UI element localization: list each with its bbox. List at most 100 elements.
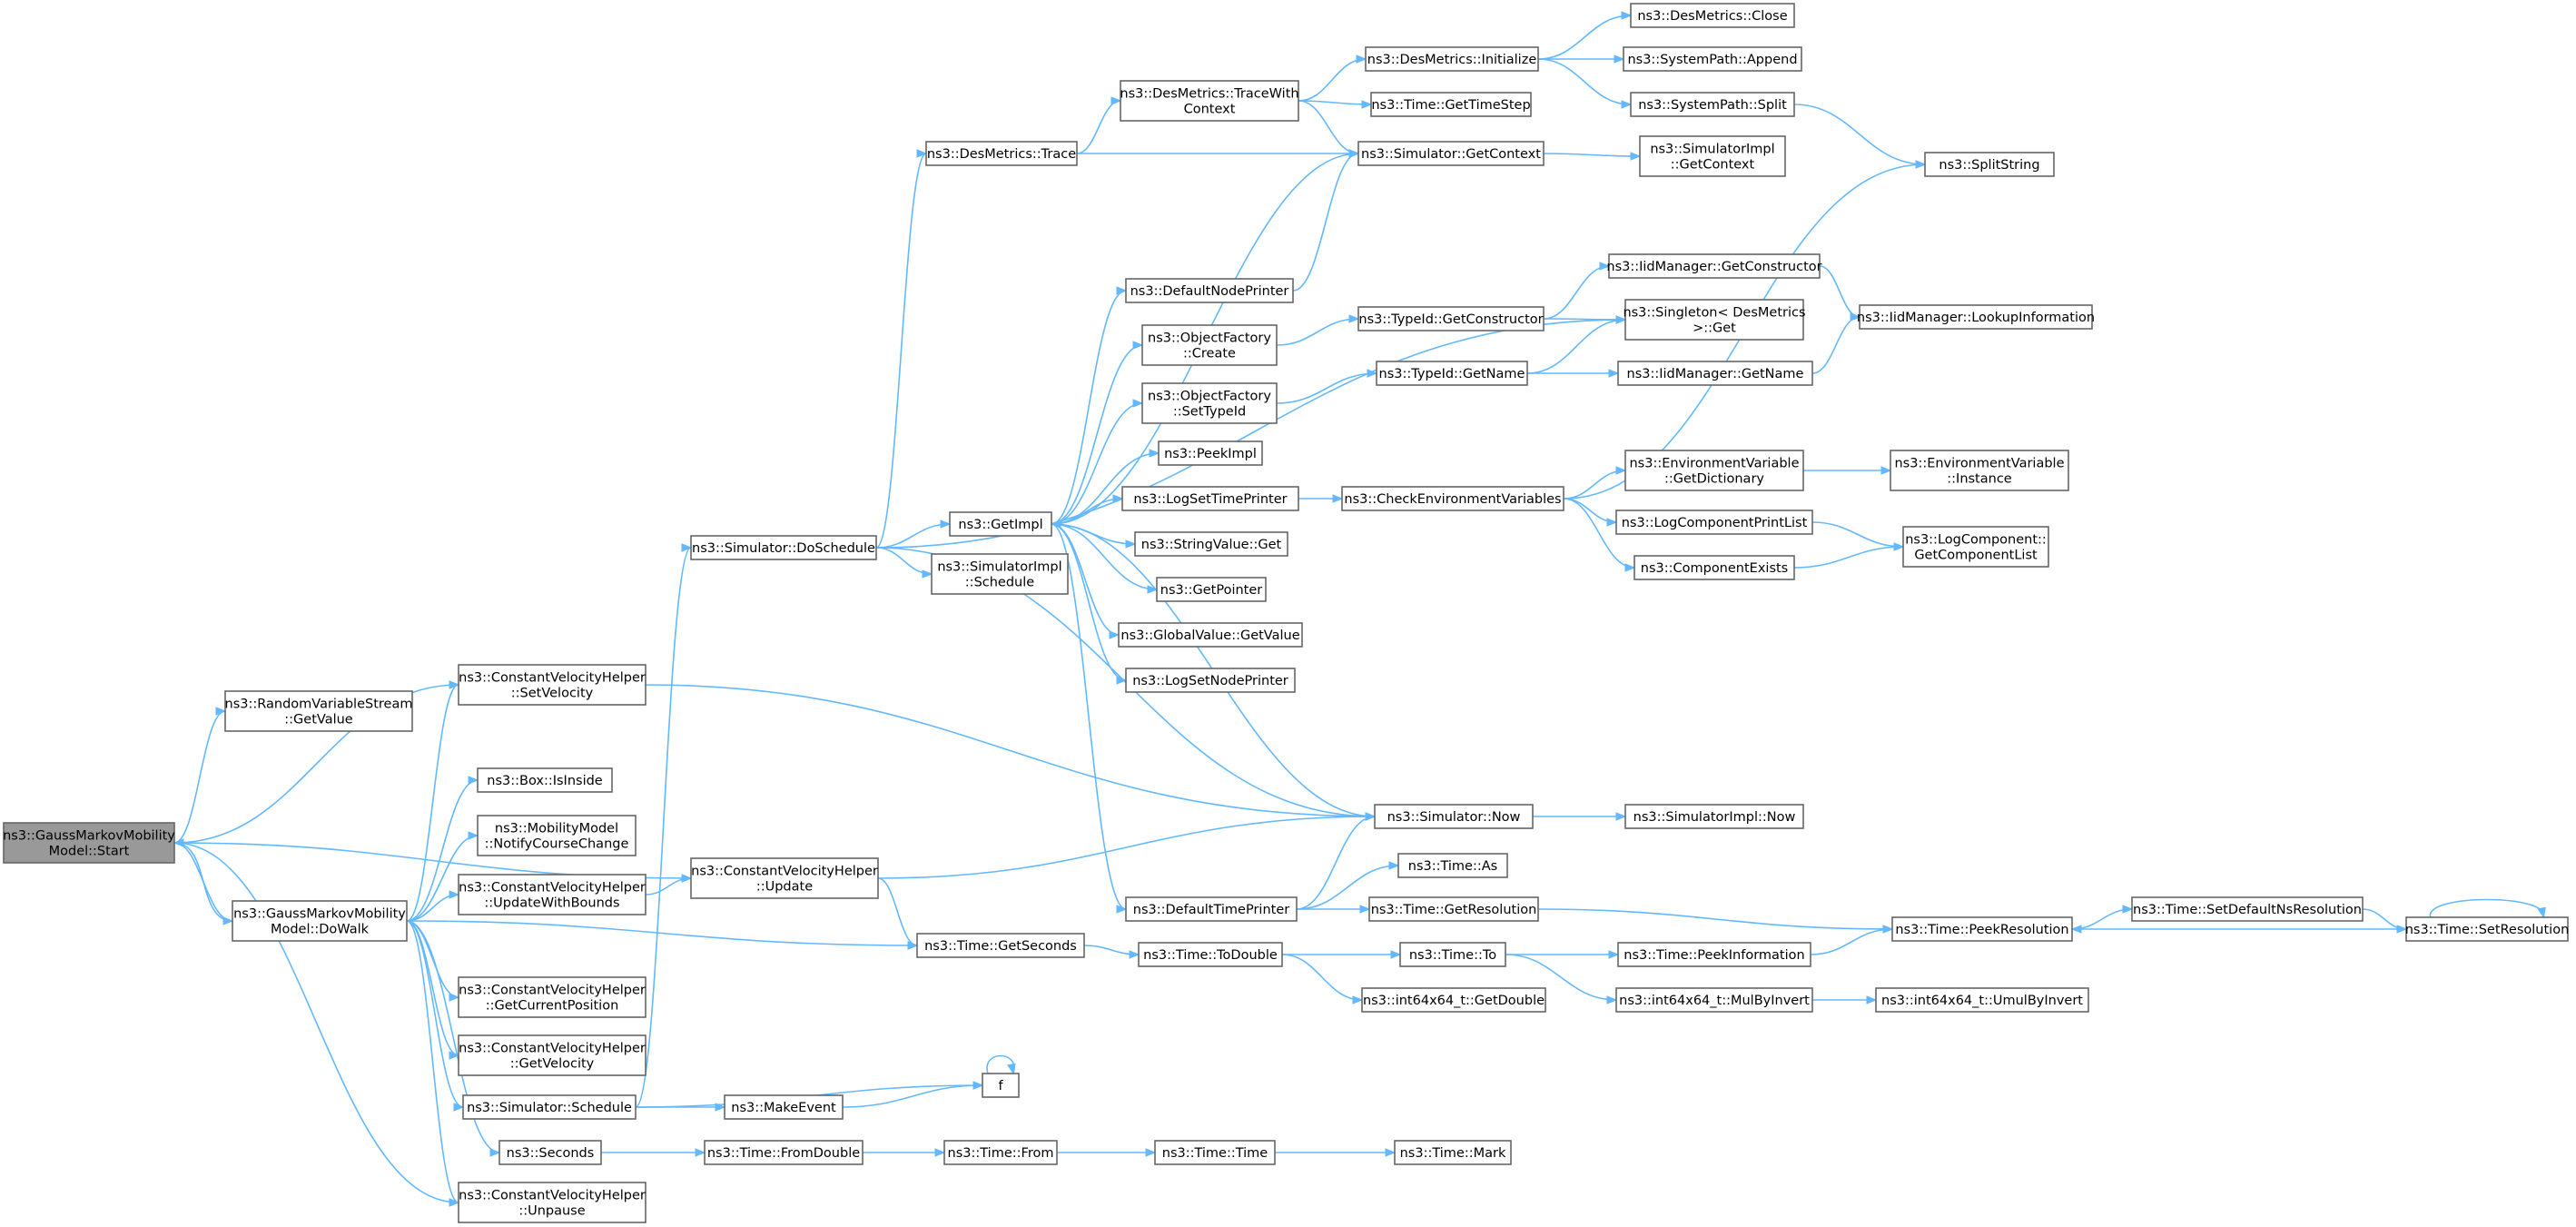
function-node-getpointer[interactable]: ns3::GetPointer: [1156, 577, 1267, 602]
function-node-getimpl[interactable]: ns3::GetImpl: [949, 511, 1052, 537]
function-node-f[interactable]: f: [982, 1073, 1020, 1098]
function-node-sp-split[interactable]: ns3::SystemPath::Split: [1630, 92, 1795, 117]
node-label-line: ns3::GaussMarkovMobility: [3, 829, 175, 844]
node-label-line: ::Unpause: [518, 1204, 585, 1219]
function-node-cvh-getpos[interactable]: ns3::ConstantVelocityHelper::GetCurrentP…: [458, 976, 646, 1018]
function-node-time-mark[interactable]: ns3::Time::Mark: [1394, 1140, 1512, 1165]
function-node-env-getdict[interactable]: ns3::EnvironmentVariable::GetDictionary: [1624, 450, 1804, 491]
function-node-box[interactable]: ns3::Box::IsInside: [477, 767, 613, 793]
function-node-deftimeprinter[interactable]: ns3::DefaultTimePrinter: [1125, 896, 1298, 922]
function-node-lcprintlist[interactable]: ns3::LogComponentPrintList: [1615, 510, 1813, 535]
function-node-logsetnodeprinter[interactable]: ns3::LogSetNodePrinter: [1125, 668, 1296, 693]
function-node-sim-now[interactable]: ns3::Simulator::Now: [1374, 804, 1534, 829]
node-label-line: ::NotifyCourseChange: [485, 837, 629, 852]
function-node-time-to[interactable]: ns3::Time::To: [1399, 942, 1506, 967]
function-node-cvh-uwb[interactable]: ns3::ConstantVelocityHelper::UpdateWithB…: [458, 874, 646, 915]
function-node-simimpl-schedule[interactable]: ns3::SimulatorImpl::Schedule: [931, 553, 1069, 595]
function-node-iid-getname[interactable]: ns3::IidManager::GetName: [1617, 361, 1813, 386]
function-node-iid-lookup[interactable]: ns3::IidManager::LookupInformation: [1857, 304, 2095, 330]
function-node-sim-getcontext[interactable]: ns3::Simulator::GetContext: [1357, 141, 1545, 166]
function-node-getresolution[interactable]: ns3::Time::GetResolution: [1368, 896, 1539, 922]
function-node-time-time[interactable]: ns3::Time::Time: [1154, 1140, 1276, 1165]
function-node-tid-getname[interactable]: ns3::TypeId::GetName: [1376, 361, 1528, 386]
call-edge: [635, 543, 693, 1108]
node-label-line: ns3::Time::ToDouble: [1143, 948, 1278, 963]
function-node-iid-getconstructor[interactable]: ns3::IidManager::GetConstructor: [1606, 253, 1822, 279]
function-node-peekimpl[interactable]: ns3::PeekImpl: [1158, 440, 1263, 466]
node-label-line: ::Create: [1183, 347, 1236, 361]
node-label-line: ns3::Time::PeekInformation: [1624, 948, 1804, 963]
function-node-umulbyinvert[interactable]: ns3::int64x64_t::UmulByInvert: [1875, 987, 2089, 1013]
function-node-todouble[interactable]: ns3::Time::ToDouble: [1138, 942, 1283, 967]
function-node-sp-append[interactable]: ns3::SystemPath::Append: [1623, 46, 1802, 72]
function-node-setresolution[interactable]: ns3::Time::SetResolution: [2405, 916, 2570, 942]
node-label-line: ns3::ObjectFactory: [1148, 390, 1271, 404]
function-node-getdouble[interactable]: ns3::int64x64_t::GetDouble: [1361, 987, 1546, 1013]
function-node-getseconds[interactable]: ns3::Time::GetSeconds: [916, 933, 1085, 958]
function-node-mulbyinvert[interactable]: ns3::int64x64_t::MulByInvert: [1615, 987, 1813, 1013]
function-node-fromdouble[interactable]: ns3::Time::FromDouble: [704, 1140, 864, 1165]
function-node-simimpl-getcontext[interactable]: ns3::SimulatorImpl::GetContext: [1639, 135, 1786, 177]
node-label-line: ns3::GetImpl: [958, 518, 1042, 532]
function-node-cvh-setvel[interactable]: ns3::ConstantVelocityHelper::SetVelocity: [458, 664, 646, 706]
function-node-of-create[interactable]: ns3::ObjectFactory::Create: [1141, 324, 1278, 366]
function-node-defnodeprinter[interactable]: ns3::DefaultNodePrinter: [1125, 278, 1294, 303]
function-node-cvh-getvel[interactable]: ns3::ConstantVelocityHelper::GetVelocity: [458, 1034, 646, 1076]
node-label-line: ns3::RandomVariableStream: [225, 698, 413, 712]
function-node-makeevent[interactable]: ns3::MakeEvent: [724, 1094, 844, 1120]
function-node-splitstring[interactable]: ns3::SplitString: [1924, 152, 2055, 177]
node-label-line: ns3::SystemPath::Append: [1627, 53, 1797, 67]
function-node-mm-notify[interactable]: ns3::MobilityModel::NotifyCourseChange: [477, 815, 637, 856]
function-node-seconds[interactable]: ns3::Seconds: [498, 1140, 602, 1165]
call-edge: [1076, 96, 1122, 154]
node-label-line: ns3::DefaultTimePrinter: [1133, 903, 1289, 917]
node-label-line: ns3::Time::FromDouble: [707, 1146, 860, 1161]
function-node-cvh-update[interactable]: ns3::ConstantVelocityHelper::Update: [690, 857, 879, 899]
node-label-line: ns3::ConstantVelocityHelper: [459, 671, 646, 686]
call-edge: [1051, 523, 1128, 914]
function-node-cvh-unpause[interactable]: ns3::ConstantVelocityHelper::Unpause: [458, 1182, 646, 1223]
function-node-sim-schedule[interactable]: ns3::Simulator::Schedule: [462, 1094, 637, 1120]
node-label-line: ns3::MobilityModel: [495, 822, 618, 836]
function-node-strval-get[interactable]: ns3::StringValue::Get: [1134, 531, 1288, 557]
node-label-line: ns3::PeekImpl: [1164, 447, 1257, 461]
call-edge: [601, 1148, 706, 1157]
function-node-rvs[interactable]: ns3::RandomVariableStream::GetValue: [224, 690, 413, 732]
function-node-checkenv[interactable]: ns3::CheckEnvironmentVariables: [1341, 486, 1564, 511]
function-node-peekinfo[interactable]: ns3::Time::PeekInformation: [1617, 942, 1811, 967]
node-label-line: ns3::Singleton< DesMetrics: [1623, 306, 1805, 321]
call-edge: [1292, 149, 1360, 292]
call-edge: [406, 920, 460, 1060]
function-node-gv-getvalue[interactable]: ns3::GlobalValue::GetValue: [1118, 622, 1303, 648]
call-edge: [877, 877, 919, 950]
function-node-lc-getlist[interactable]: ns3::LogComponent::GetComponentList: [1902, 526, 2049, 568]
function-node-desm-close[interactable]: ns3::DesMetrics::Close: [1630, 3, 1795, 28]
function-node-time-from[interactable]: ns3::Time::From: [943, 1140, 1058, 1165]
node-label-line: ns3::Time::PeekResolution: [1895, 923, 2068, 937]
function-node-singleton-get[interactable]: ns3::Singleton< DesMetrics>::Get: [1623, 299, 1806, 341]
function-node-tid-getconstructor[interactable]: ns3::TypeId::GetConstructor: [1357, 306, 1545, 331]
node-label-line: ::Update: [756, 880, 813, 895]
node-label-line: ns3::ConstantVelocityHelper: [459, 984, 646, 998]
function-node-time-as[interactable]: ns3::Time::As: [1397, 853, 1508, 878]
function-node-setdefaultns[interactable]: ns3::Time::SetDefaultNsResolution: [2131, 896, 2364, 922]
function-node-desm-trace[interactable]: ns3::DesMetrics::Trace: [925, 141, 1078, 166]
function-node-of-settypeid[interactable]: ns3::ObjectFactory::SetTypeId: [1141, 382, 1278, 424]
function-node-compexists[interactable]: ns3::ComponentExists: [1633, 555, 1795, 580]
call-edge: [1563, 466, 1627, 500]
function-node-gettimestep[interactable]: ns3::Time::GetTimeStep: [1370, 92, 1532, 117]
function-node-desm-init[interactable]: ns3::DesMetrics::Initialize: [1365, 46, 1539, 72]
call-edge: [1543, 152, 1642, 161]
call-edge: [1051, 523, 1128, 685]
node-label-line: ns3::Seconds: [507, 1146, 595, 1161]
node-label-line: ::Instance: [1947, 472, 2012, 487]
function-node-env-instance[interactable]: ns3::EnvironmentVariable::Instance: [1890, 450, 2069, 491]
function-node-peekresolution[interactable]: ns3::Time::PeekResolution: [1891, 916, 2073, 942]
function-node-sim-doschedule[interactable]: ns3::Simulator::DoSchedule: [690, 535, 877, 560]
function-node-logsettimeprinter[interactable]: ns3::LogSetTimePrinter: [1121, 486, 1299, 511]
function-node-simimpl-now[interactable]: ns3::SimulatorImpl::Now: [1624, 804, 1804, 829]
node-label-line: ns3::IidManager::GetConstructor: [1606, 260, 1821, 274]
